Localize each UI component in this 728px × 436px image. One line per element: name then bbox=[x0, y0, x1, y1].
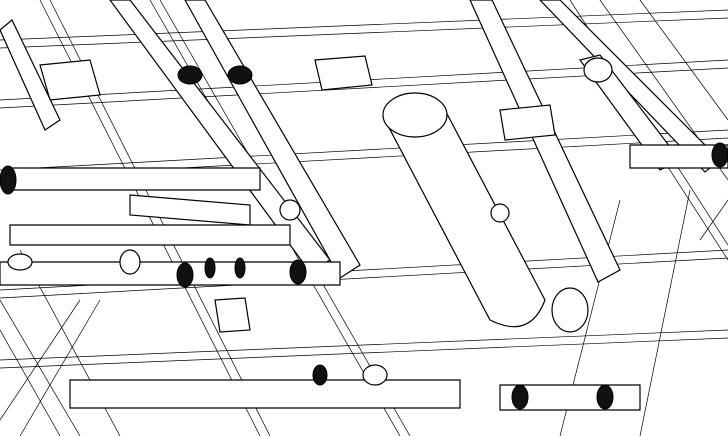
diagonal-pipes bbox=[0, 0, 721, 283]
valves-and-flanges bbox=[0, 57, 728, 410]
junction-boxes bbox=[39, 55, 373, 333]
vessel bbox=[382, 92, 556, 328]
